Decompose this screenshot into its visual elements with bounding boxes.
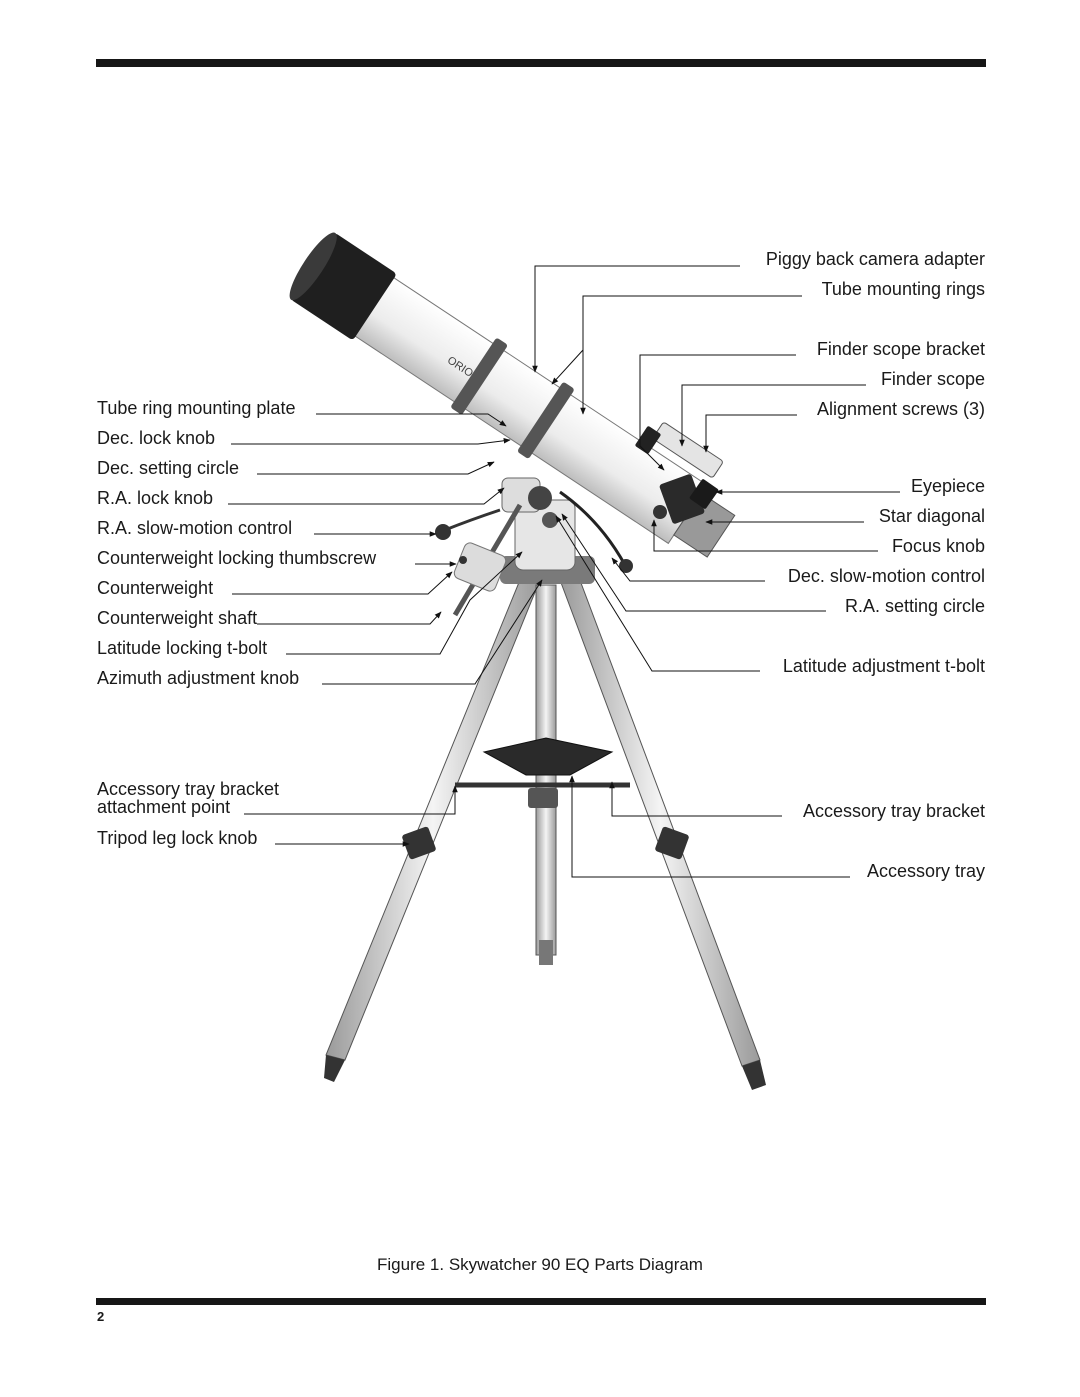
- optical-tube: ORION: [289, 232, 736, 558]
- tripod-leg-left: [325, 574, 541, 1061]
- label-azimuth-adjustment-knob: Azimuth adjustment knob: [97, 668, 300, 688]
- label-tube-mounting-rings: Tube mounting rings: [821, 279, 985, 299]
- label-piggy-back-camera-adapter: Piggy back camera adapter: [765, 249, 985, 269]
- ra-slow-motion-control: [444, 508, 501, 532]
- label-counterweight-locking-thumbscrew: Counterweight locking thumbscrew: [97, 548, 377, 568]
- page-number: 2: [97, 1309, 105, 1324]
- counterweight: [453, 542, 507, 592]
- dec-slow-motion-control: [559, 490, 627, 566]
- label-accessory-tray-bracket-attachment-point: Accessory tray bracket attachment point: [97, 779, 280, 817]
- label-accessory-tray-bracket: Accessory tray bracket: [802, 801, 985, 821]
- label-dec-lock-knob: Dec. lock knob: [97, 428, 216, 448]
- eyepiece: [689, 479, 719, 509]
- bottom-rule: [96, 1298, 986, 1305]
- label-accessory-tray: Accessory tray: [866, 861, 985, 881]
- label-ra-slow-motion-control: R.A. slow-motion control: [97, 518, 293, 538]
- label-latitude-locking-t-bolt: Latitude locking t-bolt: [97, 638, 268, 658]
- label-ra-setting-circle: R.A. setting circle: [844, 596, 985, 616]
- tripod-leg-lock-knob: [655, 826, 689, 860]
- label-focus-knob: Focus knob: [891, 536, 985, 556]
- label-dec-setting-circle: Dec. setting circle: [97, 458, 240, 478]
- tripod-leg-right: [559, 574, 761, 1067]
- star-diagonal: [659, 474, 705, 524]
- top-rule: [96, 59, 986, 67]
- label-counterweight: Counterweight: [97, 578, 214, 598]
- tube-mounting-ring: [518, 382, 574, 459]
- label-eyepiece: Eyepiece: [910, 476, 985, 496]
- tripod: [324, 556, 766, 1090]
- accessory-tray: [455, 737, 630, 808]
- label-finder-scope-bracket: Finder scope bracket: [816, 339, 985, 359]
- label-counterweight-shaft: Counterweight shaft: [97, 608, 258, 628]
- label-latitude-adjustment-t-bolt: Latitude adjustment t-bolt: [782, 656, 985, 676]
- figure-caption: Figure 1. Skywatcher 90 EQ Parts Diagram: [377, 1255, 703, 1274]
- leader-lines-left: [228, 413, 543, 847]
- focus-knob: [653, 505, 667, 519]
- label-alignment-screws: Alignment screws (3): [816, 399, 985, 419]
- label-dec-slow-motion-control: Dec. slow-motion control: [787, 566, 985, 586]
- label-tube-ring-mounting-plate: Tube ring mounting plate: [97, 398, 296, 418]
- label-ra-lock-knob: R.A. lock knob: [97, 488, 214, 508]
- finder-scope: [653, 422, 723, 478]
- label-finder-scope: Finder scope: [880, 369, 985, 389]
- tripod-leg-lock-knob: [402, 826, 436, 860]
- tube-mounting-ring: [451, 338, 508, 414]
- label-tripod-leg-lock-knob: Tripod leg lock knob: [97, 828, 258, 848]
- label-star-diagonal: Star diagonal: [878, 506, 985, 526]
- leader-lines-right: [532, 265, 900, 878]
